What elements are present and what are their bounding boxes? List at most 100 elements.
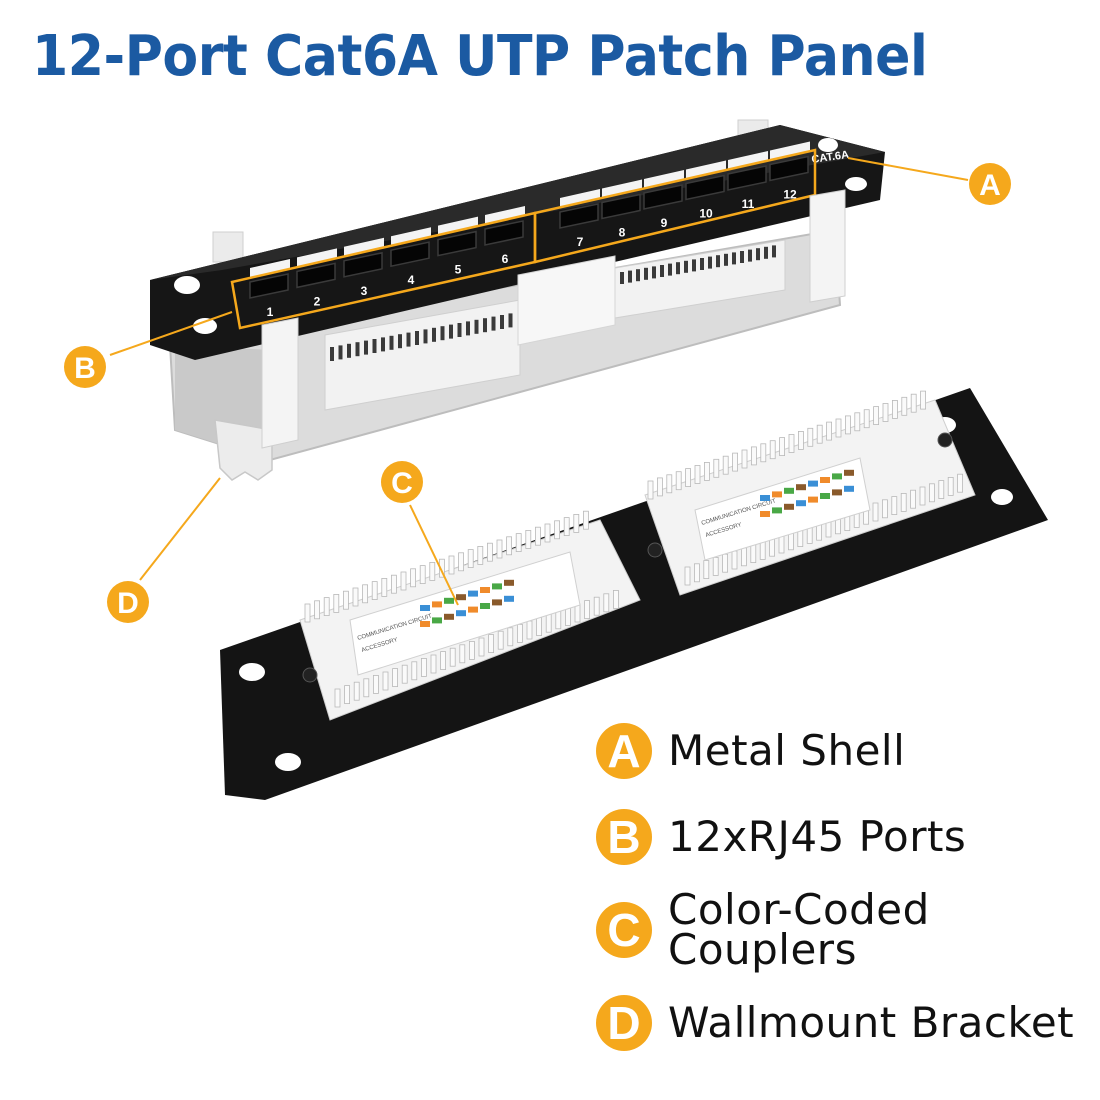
port-number: 8 <box>619 226 626 240</box>
rear-idc-tooth <box>910 393 917 413</box>
rj45-port <box>685 174 725 201</box>
rear-idc-tooth <box>515 533 522 552</box>
port-number: 9 <box>661 216 668 230</box>
rear-idc-tooth <box>496 539 503 559</box>
idc-tooth <box>330 347 334 361</box>
color-swatch <box>796 500 806 507</box>
rear-idc-tooth <box>477 546 484 565</box>
rear-idc-tooth <box>390 574 397 594</box>
rear-idc-tooth <box>741 547 747 567</box>
rj45-ports <box>249 155 809 299</box>
rear-idc-tooth <box>613 590 619 609</box>
rear-idc-tooth <box>891 496 898 516</box>
color-coded-couplers <box>420 469 854 627</box>
color-swatch <box>432 617 442 624</box>
legend-badge-b: B <box>596 809 652 865</box>
rj45-port <box>727 165 767 191</box>
rear-idc-tooth <box>545 613 552 633</box>
port-number: 3 <box>361 284 368 298</box>
rear-idc-tooth <box>362 584 369 604</box>
idc-tooth <box>466 321 470 336</box>
rear-idc-tooth <box>779 437 785 457</box>
idc-tooth <box>338 345 343 360</box>
color-swatch <box>820 477 830 483</box>
port-number: 12 <box>783 188 797 202</box>
idc-tooth <box>764 246 768 259</box>
idc-block-front-left <box>324 299 521 411</box>
rear-idc-tooth <box>920 390 926 410</box>
rear-idc-tooth <box>467 549 474 568</box>
color-swatch <box>820 493 830 499</box>
color-swatch <box>444 613 454 620</box>
idc-tooth <box>457 323 462 337</box>
rear-idc-tooth <box>901 396 908 416</box>
legend-label-b: 12xRJ45 Ports <box>668 812 967 861</box>
rear-idc-tooth <box>750 544 757 563</box>
legend-item-metal-shell: A Metal Shell <box>596 722 1076 780</box>
rear-idc-tooth <box>845 415 851 435</box>
color-swatch <box>844 485 854 492</box>
faceplate-top-edge <box>150 125 885 280</box>
rear-panel-assembly: COMMUNICATION CIRCUIT ACCESSORY COMMUNIC… <box>220 388 1048 800</box>
idc-tooth <box>636 269 640 282</box>
rear-idc-tooth <box>919 486 926 506</box>
leader-line-c <box>409 504 459 606</box>
label-strip <box>485 206 525 225</box>
idc-tooth <box>740 251 744 263</box>
idc-tooth <box>708 256 712 269</box>
rear-idc-tooth <box>593 596 600 616</box>
rear-idc-tooth <box>900 492 907 512</box>
rear-idc-tooth <box>666 474 673 494</box>
rear-screw-1 <box>302 667 318 683</box>
rear-idc-tooth <box>603 593 610 613</box>
rear-idc-tooth <box>478 637 485 657</box>
rear-idc-tooth <box>684 566 691 586</box>
rear-idc-tooth <box>486 542 493 562</box>
rear-idc-tooth <box>371 581 378 600</box>
color-swatch <box>456 610 466 617</box>
idc-tooth <box>347 343 351 358</box>
rj45-port <box>296 262 336 289</box>
mount-hole-right-bottom <box>845 177 867 191</box>
top-clip-left <box>212 231 244 263</box>
rear-idc-tooth <box>449 647 456 667</box>
rear-idc-tooth <box>525 530 532 549</box>
mount-hole-right <box>818 138 838 152</box>
rear-idc-tooth <box>342 590 349 610</box>
idc-tooth <box>415 331 419 345</box>
port-number: 7 <box>577 235 584 249</box>
idc-tooth <box>508 313 513 328</box>
rear-idc-tooth <box>334 688 341 708</box>
panel-marking: CAT.6A <box>811 149 850 166</box>
color-swatch <box>832 473 842 480</box>
port-number: 10 <box>699 207 713 221</box>
rear-idc-tooth <box>788 434 795 453</box>
legend-label-c: Color-Coded Couplers <box>668 885 930 974</box>
port-number: 11 <box>742 197 755 211</box>
rear-idc-tooth <box>769 440 776 460</box>
rear-idc-tooth <box>854 412 861 432</box>
color-swatch <box>772 507 782 514</box>
rear-idc-tooth <box>411 661 418 681</box>
rear-idc-tooth <box>401 664 408 684</box>
label-strip <box>686 160 726 180</box>
idc-tooth <box>756 248 760 261</box>
rear-idc-tooth <box>526 620 533 640</box>
rear-idc-tooth <box>333 594 340 613</box>
rear-idc-tooth <box>731 550 738 570</box>
rj45-port <box>601 193 641 220</box>
rear-idc-tooth <box>420 658 427 677</box>
label-strip <box>728 151 768 170</box>
idc-tooth <box>716 255 720 268</box>
color-swatch <box>420 605 430 611</box>
idc-tooth <box>700 258 704 270</box>
rear-idc-tooth <box>323 597 330 616</box>
front-clip-left <box>261 317 299 449</box>
rear-idc-tooth <box>372 675 379 694</box>
idc-tooth <box>668 263 672 276</box>
color-swatch <box>760 511 770 517</box>
rear-idc-tooth <box>807 427 814 447</box>
rear-idc-tooth <box>694 563 700 583</box>
